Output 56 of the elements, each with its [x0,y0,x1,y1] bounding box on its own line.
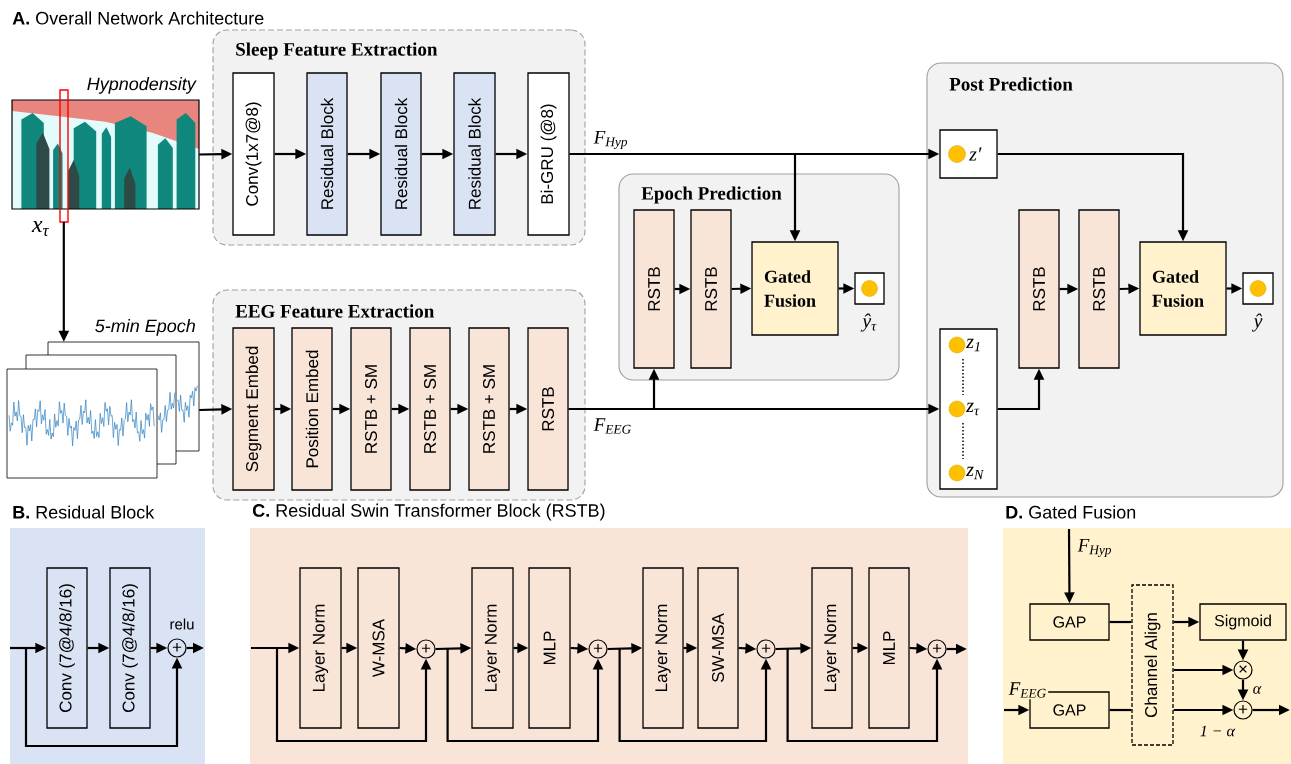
process-box: RSTB [633,209,675,369]
edge-label: F$_{Hyp}$ [592,129,630,151]
edge-label: F$_{Hyp}$ [1076,537,1114,559]
edge-label: 1 − α [1198,724,1237,738]
process-box: Conv (7@4/8/16) [46,567,88,729]
sum-node: + [588,639,608,659]
process-box: RSTB + SM [350,327,392,491]
connector-line [1109,708,1132,712]
fusion-box: Gated Fusion [751,241,839,336]
process-box: Sigmoid [1199,603,1287,641]
node-label: ŷ$_{τ}$ [860,313,877,332]
process-box: Layer Norm [299,567,342,729]
process-box: Segment Embed [232,327,275,491]
process-box: Residual Block [380,72,422,236]
process-box: Residual Block [453,72,496,236]
section-heading: A. Overall Network Architecture [12,11,264,25]
sum-node: × [1233,660,1253,680]
process-box: GAP [1029,603,1110,641]
sum-node: + [1233,700,1253,720]
sum-node: + [416,639,436,659]
node-label: x$_{τ}$ [31,221,50,236]
process-box: Conv (7@4/8/16) [109,567,151,729]
panel-title: C. Residual Swin Transformer Block (RSTB) [252,503,605,521]
fusion-box: Gated Fusion [1139,241,1227,336]
process-box: RSTB [527,327,569,491]
process-box: Residual Block [306,72,348,236]
panel-title: B. Residual Block [13,505,155,519]
feature-box: z′ [939,129,998,179]
process-box: W-MSA [357,567,400,729]
process-box: RSTB [1018,209,1060,369]
process-box: Position Embed [291,327,333,491]
process-box: MLP [528,567,571,729]
token-list: z$_{1}$ z$_{τ}$ z$_{N}$ [939,328,998,490]
picture-title: 5-min Epoch [95,319,195,336]
process-box: RSTB + SM [468,327,510,491]
edge-label: α [1251,684,1263,696]
sum-node: + [927,639,947,659]
process-box: Bi-GRU (@8) [527,72,570,236]
panel-title: D. Gated Fusion [1006,505,1136,519]
process-box: MLP [868,567,910,729]
node-label: relu [170,618,194,630]
process-box: Layer Norm [471,567,514,729]
process-box: Conv(1x7@8) [232,72,275,236]
process-box: Layer Norm [811,567,853,729]
process-box: RSTB [690,209,732,369]
process-box: RSTB [1078,209,1120,369]
sum-node: + [167,638,187,658]
edge-label: F$_{EEG}$ [592,416,634,436]
process-box: Channel Align [1131,584,1174,746]
connector-line [1109,620,1132,624]
sum-node: + [756,639,776,659]
picture-title: Hypnodensity [87,77,197,94]
process-box: SW-MSA [697,567,739,729]
node-label: ŷ [1251,313,1263,332]
process-box: Layer Norm [642,567,684,729]
process-box: RSTB + SM [409,327,451,491]
